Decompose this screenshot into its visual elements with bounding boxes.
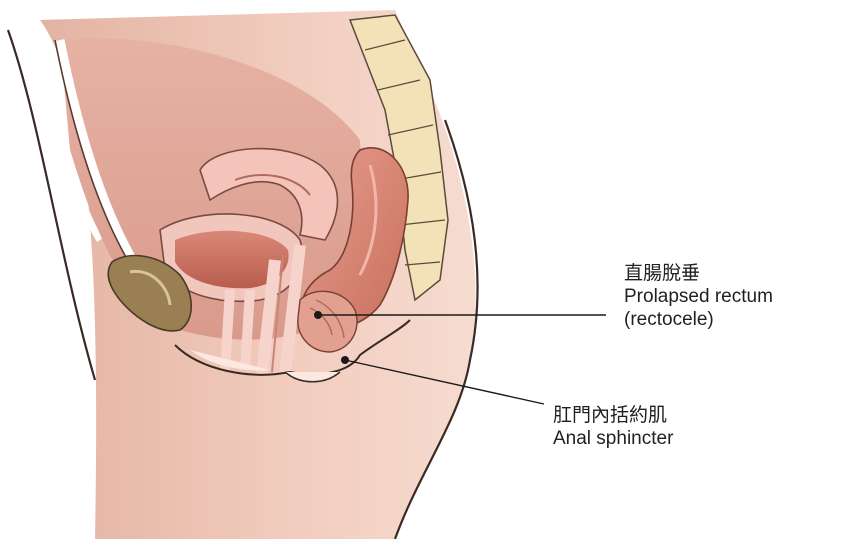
label-prolapsed-rectum-english: Prolapsed rectum xyxy=(624,285,773,308)
rectocele-bulge xyxy=(298,291,357,352)
label-prolapsed-rectum-chinese: 直腸脫垂 xyxy=(624,262,773,285)
label-prolapsed-rectum: 直腸脫垂 Prolapsed rectum (rectocele) xyxy=(624,262,773,331)
label-anal-sphincter-chinese: 肛門內括約肌 xyxy=(553,404,673,427)
label-anal-sphincter-english: Anal sphincter xyxy=(553,427,673,450)
label-prolapsed-rectum-note: (rectocele) xyxy=(624,308,773,331)
label-anal-sphincter: 肛門內括約肌 Anal sphincter xyxy=(553,404,673,450)
